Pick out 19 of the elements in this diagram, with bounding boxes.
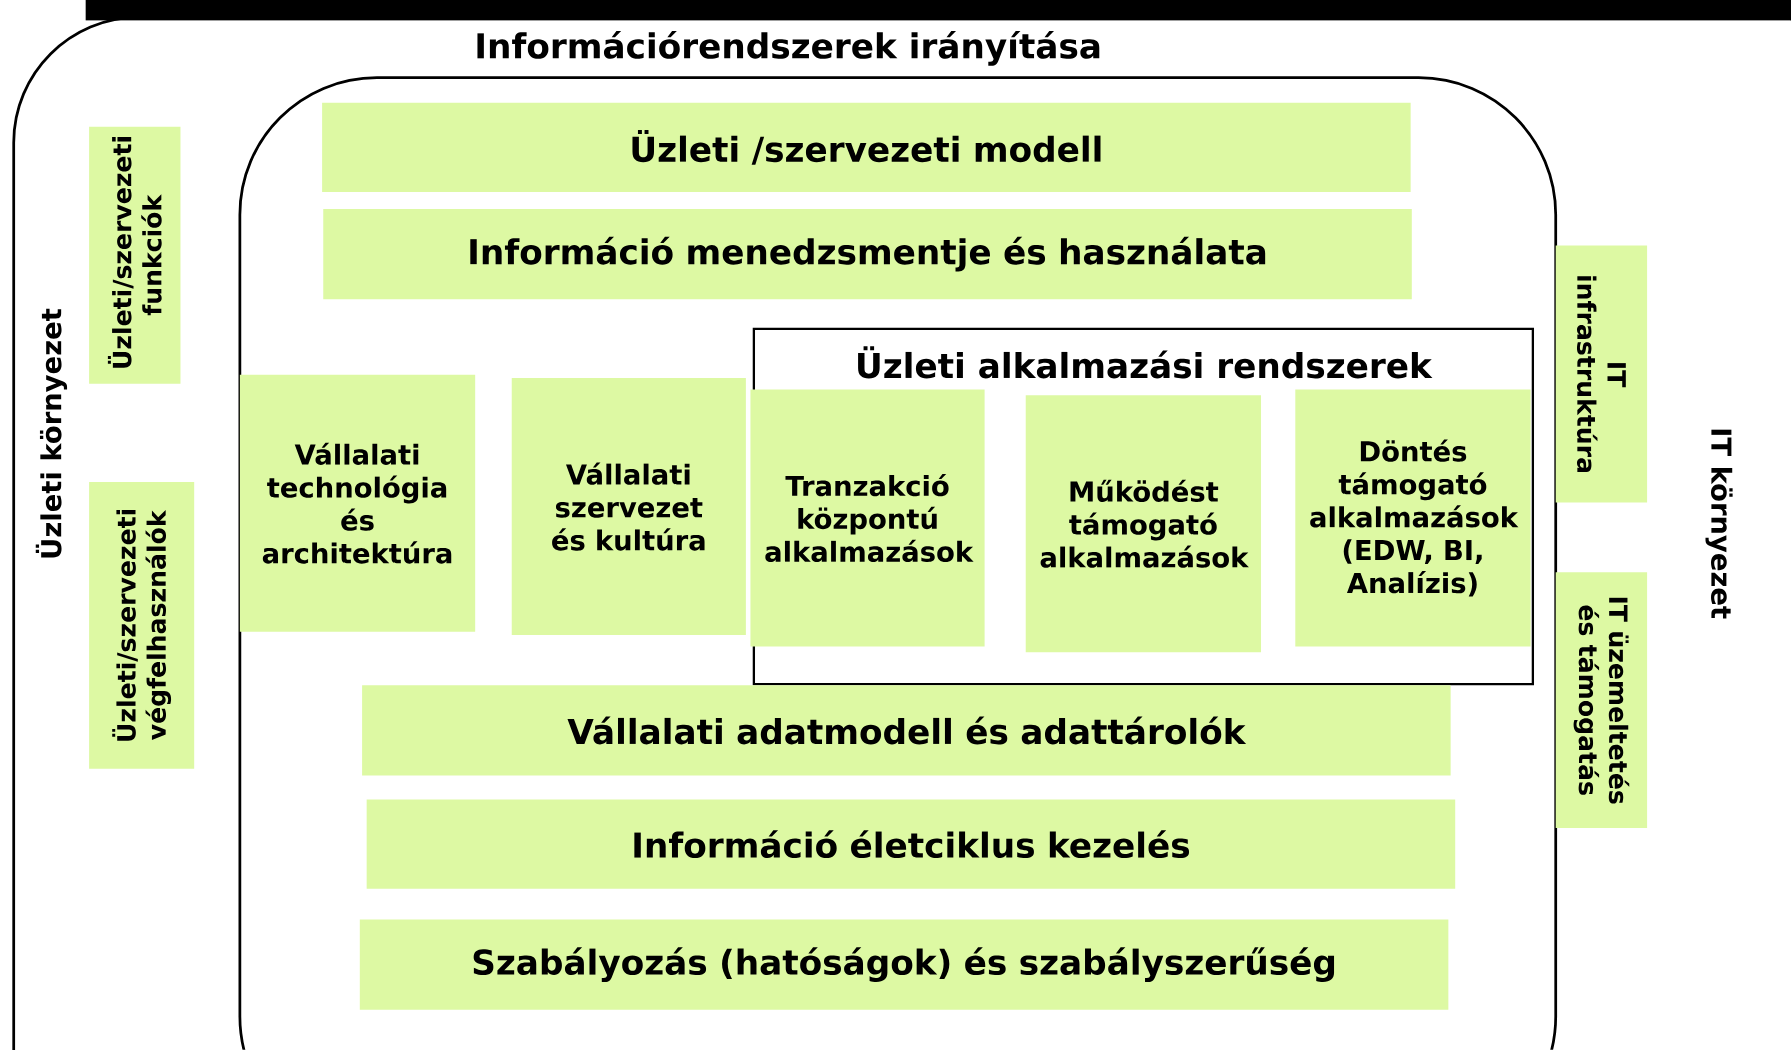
layer-box: Szabályozás (hatóságok) és szabályszerűség xyxy=(359,919,1449,1010)
layer-box: Üzleti/szervezeti funkciók xyxy=(89,126,181,384)
layer-box: Üzleti /szervezeti modell xyxy=(322,102,1411,193)
layer-box: Információ menedzsmentje és használata xyxy=(323,209,1412,300)
layer-box: Döntés támogató alkalmazások (EDW, BI, Analízis) xyxy=(1295,389,1531,647)
layer-box: Információ életciklus kezelés xyxy=(366,799,1456,889)
layer-box: Vállalati adatmodell és adattárolók xyxy=(362,685,1451,776)
layer-box: IT üzemeltetés és támogatás xyxy=(1555,572,1648,829)
side-label: Üzleti környezet xyxy=(35,308,68,558)
layer-box: Vállalati technológia és architektúra xyxy=(239,374,476,632)
side-label: IT környezet xyxy=(1705,429,1733,619)
layer-box: Vállalati szervezet és kultúra xyxy=(511,378,746,636)
heading: Üzleti alkalmazási rendszerek xyxy=(858,346,1433,379)
heading: Információrendszerek irányítása xyxy=(477,31,1100,66)
rounded-frame xyxy=(238,76,1558,1050)
layer-box: IT infrastruktúra xyxy=(1555,245,1648,503)
layer-box: Működést támogató alkalmazások xyxy=(1025,395,1262,653)
layer-box: Üzleti/szervezeti végfelhasználók xyxy=(89,482,195,769)
layer-box: Tranzakció központú alkalmazások xyxy=(750,389,985,647)
